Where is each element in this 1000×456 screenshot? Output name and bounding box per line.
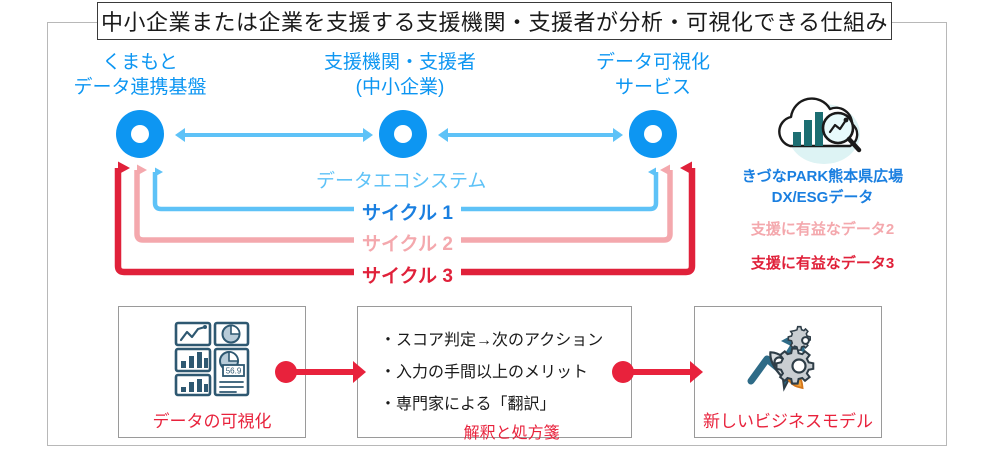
list-item-label: 専門家による「翻訳」 xyxy=(396,396,556,413)
data-source-title: きづなPARK熊本県広場 DX/ESGデータ xyxy=(715,166,930,208)
benefits-box[interactable]: ・ スコア判定→次のアクション ・ 入力の手間以上のメリット ・ 専門家による「… xyxy=(357,306,632,442)
node-label-visualization-line1: データ可視化 xyxy=(595,52,710,73)
node-label-support-org-line1: 支援機関・支援者 xyxy=(323,52,476,73)
icon-value-label: 56.9 xyxy=(226,367,242,376)
dashboard-charts-icon: 56.9 xyxy=(174,321,250,402)
business-model-box[interactable]: 新しいビジネスモデル xyxy=(694,306,882,438)
list-item: ・ スコア判定→次のアクション xyxy=(380,325,603,357)
cloud-analytics-icon xyxy=(760,88,880,166)
useful-data-2-label: 支援に有益なデータ2 xyxy=(750,221,895,238)
list-item: ・ 入力の手間以上のメリット xyxy=(380,357,603,389)
diagram-title-box: 中小企業または企業を支援する支援機関・支援者が分析・可視化できる仕組み xyxy=(97,2,892,40)
rocket-growth-gears-icon xyxy=(745,319,831,404)
node-label-visualization: データ可視化 サービス xyxy=(549,50,757,100)
data-source-title-line1: きづなPARK熊本県広場 xyxy=(741,168,904,185)
list-item-label: 入力の手間以上のメリット xyxy=(396,364,589,381)
benefits-bullet-list: ・ スコア判定→次のアクション ・ 入力の手間以上のメリット ・ 専門家による「… xyxy=(380,325,603,447)
node-label-kumamoto: くまもと データ連携基盤 xyxy=(36,50,244,100)
useful-data-3-label: 支援に有益なデータ3 xyxy=(750,255,895,272)
node-label-visualization-line2: サービス xyxy=(614,77,691,98)
benefits-highlight: 解釈と処方箋 xyxy=(463,425,560,442)
node-visualization-service[interactable] xyxy=(629,110,677,158)
node-label-kumamoto-line2: データ連携基盤 xyxy=(73,77,207,98)
connector-benefits-to-business-model xyxy=(612,361,703,383)
cycle-label-2: サイクル 2 xyxy=(354,229,461,256)
connector-dot xyxy=(275,361,297,383)
data-source-title-line2: DX/ESGデータ xyxy=(771,189,874,206)
connector-visualization-to-benefits xyxy=(275,361,366,383)
ecosystem-caption: データエコシステム xyxy=(316,171,487,192)
arrow-support-visualization xyxy=(438,128,623,142)
list-item: ・ 専門家による「翻訳」 xyxy=(380,389,603,421)
cycle-label-3: サイクル 3 xyxy=(354,261,461,288)
bullet-marker: ・ xyxy=(380,396,397,413)
node-label-support-org: 支援機関・支援者 (中小企業) xyxy=(296,50,504,100)
list-item-label: スコア判定→次のアクション xyxy=(396,332,604,349)
bullet-marker: ・ xyxy=(380,332,397,349)
node-kumamoto-platform[interactable] xyxy=(116,110,164,158)
bullet-marker: ・ xyxy=(380,364,397,381)
node-label-kumamoto-line1: くまもと xyxy=(102,52,178,73)
cycle-label-1: サイクル 1 xyxy=(354,198,461,225)
connector-dot xyxy=(612,361,634,383)
node-support-organization[interactable] xyxy=(379,110,427,158)
node-label-support-org-line2: (中小企業) xyxy=(355,77,445,98)
visualization-box-caption: データの可視化 xyxy=(152,412,272,431)
business-model-box-caption: 新しいビジネスモデル xyxy=(703,412,873,431)
page-title: 中小企業または企業を支援する支援機関・支援者が分析・可視化できる仕組み xyxy=(100,10,889,35)
arrow-kumamoto-support xyxy=(175,128,373,142)
